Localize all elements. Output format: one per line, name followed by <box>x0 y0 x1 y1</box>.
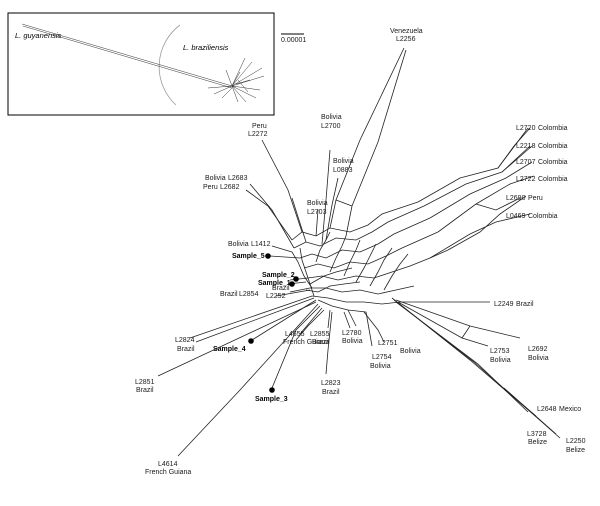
isolate-country: Colombia <box>538 143 568 150</box>
isolate-code: L2682 <box>220 184 240 191</box>
isolate-code: L0469 <box>506 213 526 220</box>
isolate-code: L2753 <box>490 348 510 355</box>
isolate-code: L2690 <box>506 195 526 202</box>
isolate-code: L2249 <box>494 301 514 308</box>
sample-2-label: Sample_2 <box>262 272 295 279</box>
inset-frame <box>7 12 275 116</box>
scale-bar: 0.00001 <box>281 33 306 44</box>
inset-arc <box>158 24 181 106</box>
isolate-code: L2256 <box>396 36 416 43</box>
network-branches <box>157 47 561 457</box>
isolate-country: Bolivia <box>342 338 363 345</box>
isolate-code: L2851 <box>135 379 155 386</box>
isolate-country: Bolivia <box>490 357 511 364</box>
inset-label-braziliensis: L. braziliensis <box>183 43 229 52</box>
sample-labels: Sample_5 Sample_2 Sample_1 Sample_4 Samp… <box>213 253 295 403</box>
isolate-country: French Guiana <box>283 339 329 346</box>
isolate-code: L2218 <box>516 143 536 150</box>
isolate-code: L2751 <box>378 340 398 347</box>
isolate-country: Bolivia <box>370 363 391 370</box>
isolate-code: L0883 <box>333 167 353 174</box>
isolate-country: Brazil <box>312 339 330 346</box>
isolate-country: Venezuela <box>390 28 423 35</box>
isolate-code: L2824 <box>175 337 195 344</box>
inset-tree <box>21 23 265 103</box>
sample-3-dot <box>269 387 275 393</box>
isolate-country: Bolivia <box>228 241 249 248</box>
isolate-country: Bolivia <box>321 114 342 121</box>
sample-5-label: Sample_5 <box>232 253 265 260</box>
sample-1-label: Sample_1 <box>258 280 291 287</box>
isolate-country: Brazil <box>272 285 290 292</box>
inset-panel: L. guyanensis L. braziliensis <box>7 12 275 116</box>
sample-5-dot <box>265 253 271 259</box>
inset-label-guyanensis: L. guyanensis <box>15 31 62 40</box>
isolate-code: L3728 <box>527 431 547 438</box>
isolate-code: L4655 <box>285 331 305 338</box>
isolate-code: L2823 <box>321 380 341 387</box>
isolate-code: L2780 <box>342 330 362 337</box>
isolate-country: Bolivia <box>333 158 354 165</box>
isolate-country: Colombia <box>538 125 568 132</box>
isolate-country: Colombia <box>538 159 568 166</box>
isolate-country: Brazil <box>516 301 534 308</box>
sample-4-label: Sample_4 <box>213 346 246 353</box>
isolate-code: L2700 <box>321 123 341 130</box>
isolate-country: Bolivia <box>205 175 226 182</box>
isolate-labels: Venezuela L2256 Bolivia L2700 Bolivia L0… <box>135 28 586 476</box>
isolate-code: L2692 <box>528 346 548 353</box>
isolate-code: L2703 <box>307 209 327 216</box>
isolate-country: Brazil <box>322 389 340 396</box>
isolate-country: Brazil <box>220 291 238 298</box>
isolate-code: L2754 <box>372 354 392 361</box>
isolate-country: Bolivia <box>400 348 421 355</box>
isolate-country: Belize <box>566 447 585 454</box>
isolate-country: Colombia <box>528 213 558 220</box>
isolate-code: L1412 <box>251 241 271 248</box>
isolate-code: L2683 <box>228 175 248 182</box>
isolate-code: L2720 <box>516 125 536 132</box>
isolate-country: French Guiana <box>145 469 191 476</box>
isolate-country: Brazil <box>177 346 195 353</box>
isolate-code: L2855 <box>310 331 330 338</box>
isolate-country: Brazil <box>136 387 154 394</box>
isolate-country: Peru <box>252 123 267 130</box>
sample-4-dot <box>248 338 254 344</box>
network-core <box>291 201 449 313</box>
isolate-country: Peru <box>203 184 218 191</box>
isolate-country: Bolivia <box>307 200 328 207</box>
sample-2-dot <box>293 276 299 282</box>
isolate-code: L2252 <box>266 293 286 300</box>
isolate-code: L2707 <box>516 159 536 166</box>
isolate-code: L4614 <box>158 461 178 468</box>
sample-3-label: Sample_3 <box>255 396 288 403</box>
isolate-country: Belize <box>528 439 547 446</box>
isolate-country: Colombia <box>538 176 568 183</box>
isolate-code: L2854 <box>239 291 259 298</box>
isolate-country: Peru <box>528 195 543 202</box>
isolate-code: L2250 <box>566 438 586 445</box>
isolate-code: L2722 <box>516 176 536 183</box>
scale-bar-label: 0.00001 <box>281 37 306 44</box>
isolate-country: Mexico <box>559 406 581 413</box>
sample-markers <box>248 253 299 393</box>
isolate-country: Bolivia <box>528 355 549 362</box>
sample-1-dot <box>289 281 295 287</box>
isolate-code: L2272 <box>248 131 268 138</box>
isolate-code: L2648 <box>537 406 557 413</box>
